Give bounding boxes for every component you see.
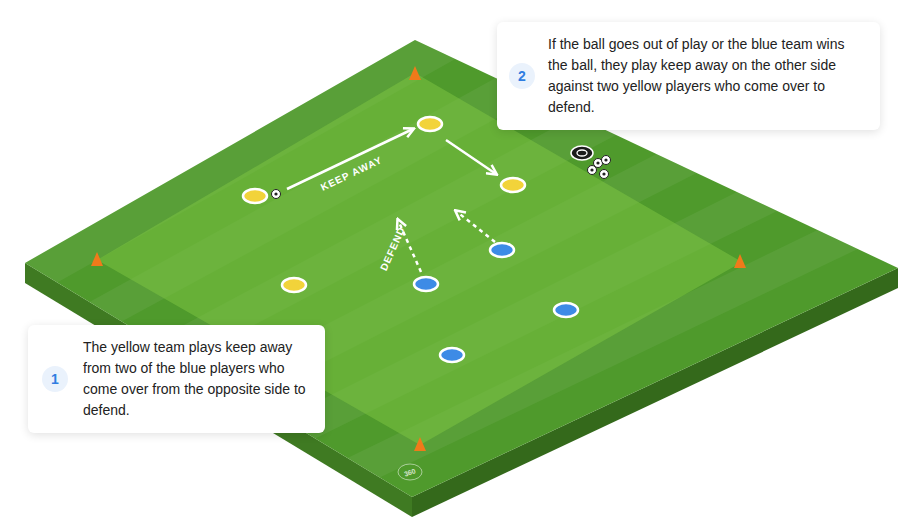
- watermark-ring: [398, 464, 422, 480]
- callout-number-text: 2: [509, 63, 535, 89]
- callout-text: If the ball goes out of play or the blue…: [548, 34, 866, 118]
- number-circle-fill: [509, 63, 535, 89]
- coach-marker: [571, 146, 593, 160]
- callout-box: If the ball goes out of play or the blue…: [497, 22, 880, 130]
- callout-number-text: 1: [42, 366, 68, 392]
- number-circle-fill: [42, 366, 68, 392]
- callout-number: 1: [42, 366, 68, 392]
- callout-number: 2: [509, 63, 535, 89]
- movement-arrows: [287, 129, 496, 272]
- callout-box: The yellow team plays keep away from two…: [28, 325, 325, 433]
- callout-text: The yellow team plays keep away from two…: [83, 337, 311, 421]
